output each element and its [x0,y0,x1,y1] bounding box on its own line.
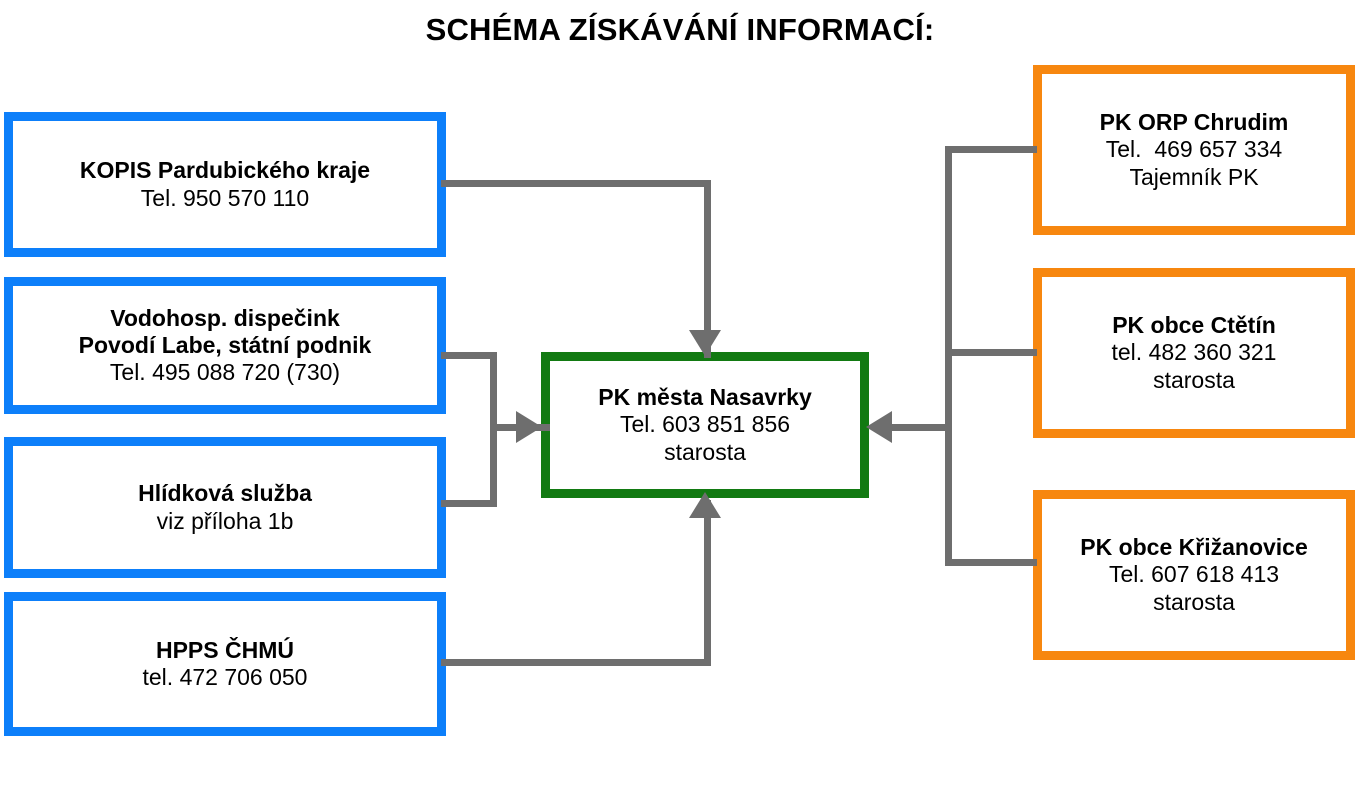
connector-obce-ctetin-horizontal [945,349,1037,356]
node-phone: Tel. 603 851 856 [619,411,791,438]
arrowhead-right-to-center [866,411,892,443]
node-title: PK ORP Chrudim [1099,109,1289,136]
node-pk-obce-ctetin[interactable]: PK obce Ctětín tel. 482 360 321 starosta [1033,268,1355,438]
node-title: KOPIS Pardubického kraje [79,157,371,184]
node-title: HPPS ČHMÚ [155,636,294,663]
connector-hlidkova-horizontal [441,500,497,507]
node-pk-mesta-nasavrky[interactable]: PK města Nasavrky Tel. 603 851 856 staro… [541,352,869,498]
node-phone: Tel. 950 570 110 [140,184,310,211]
node-phone: Tel. 495 088 720 (730) [109,359,341,386]
connector-hpps-horizontal [441,659,711,666]
node-role: starosta [664,438,746,465]
connector-vodohosp-horizontal [441,352,497,359]
diagram-title: SCHÉMA ZÍSKÁVÁNÍ INFORMACÍ: [425,12,935,47]
connector-right-merge-vertical [945,146,952,566]
node-pk-orp-chrudim[interactable]: PK ORP Chrudim Tel. 469 657 334 Tajemník… [1033,65,1355,235]
arrowhead-hpps-to-center [689,492,721,518]
node-vodohospodarsky-dispecink[interactable]: Vodohosp. dispečink Povodí Labe, státní … [4,277,446,414]
node-title: PK obce Křižanovice [1080,534,1308,561]
connector-obce-krizanovice-horizontal [945,559,1037,566]
connector-kopis-horizontal [441,180,711,187]
arrowhead-left-to-center [516,411,542,443]
node-phone: Tel. 607 618 413 [1108,561,1280,588]
connector-orp-chrudim-horizontal [945,146,1037,153]
node-phone: tel. 472 706 050 [142,664,308,690]
node-title: PK obce Ctětín [1112,312,1276,339]
node-role: Tajemník PK [1129,163,1259,190]
node-phone: Tel. 469 657 334 [1105,136,1283,163]
connector-kopis-vertical [704,180,711,358]
node-hlidkova-sluzba[interactable]: Hlídková služba viz příloha 1b [4,437,446,578]
arrowhead-kopis-to-center [689,330,721,356]
node-phone: tel. 482 360 321 [1111,339,1277,366]
node-phone: viz příloha 1b [156,507,294,534]
node-kopis-pardubicky-kraj[interactable]: KOPIS Pardubického kraje Tel. 950 570 11… [4,112,446,257]
node-title: PK města Nasavrky [598,384,812,411]
node-title: Hlídková služba [138,480,312,507]
node-title: Vodohosp. dispečink [110,304,340,331]
connector-hpps-vertical [704,500,711,663]
node-hpps-chmu[interactable]: HPPS ČHMÚ tel. 472 706 050 [4,592,446,736]
connector-right-merge-horizontal [888,424,948,431]
node-pk-obce-krizanovice[interactable]: PK obce Křižanovice Tel. 607 618 413 sta… [1033,490,1355,660]
node-subtitle: Povodí Labe, státní podnik [78,331,372,358]
node-role: starosta [1153,366,1235,393]
node-role: starosta [1153,588,1235,615]
